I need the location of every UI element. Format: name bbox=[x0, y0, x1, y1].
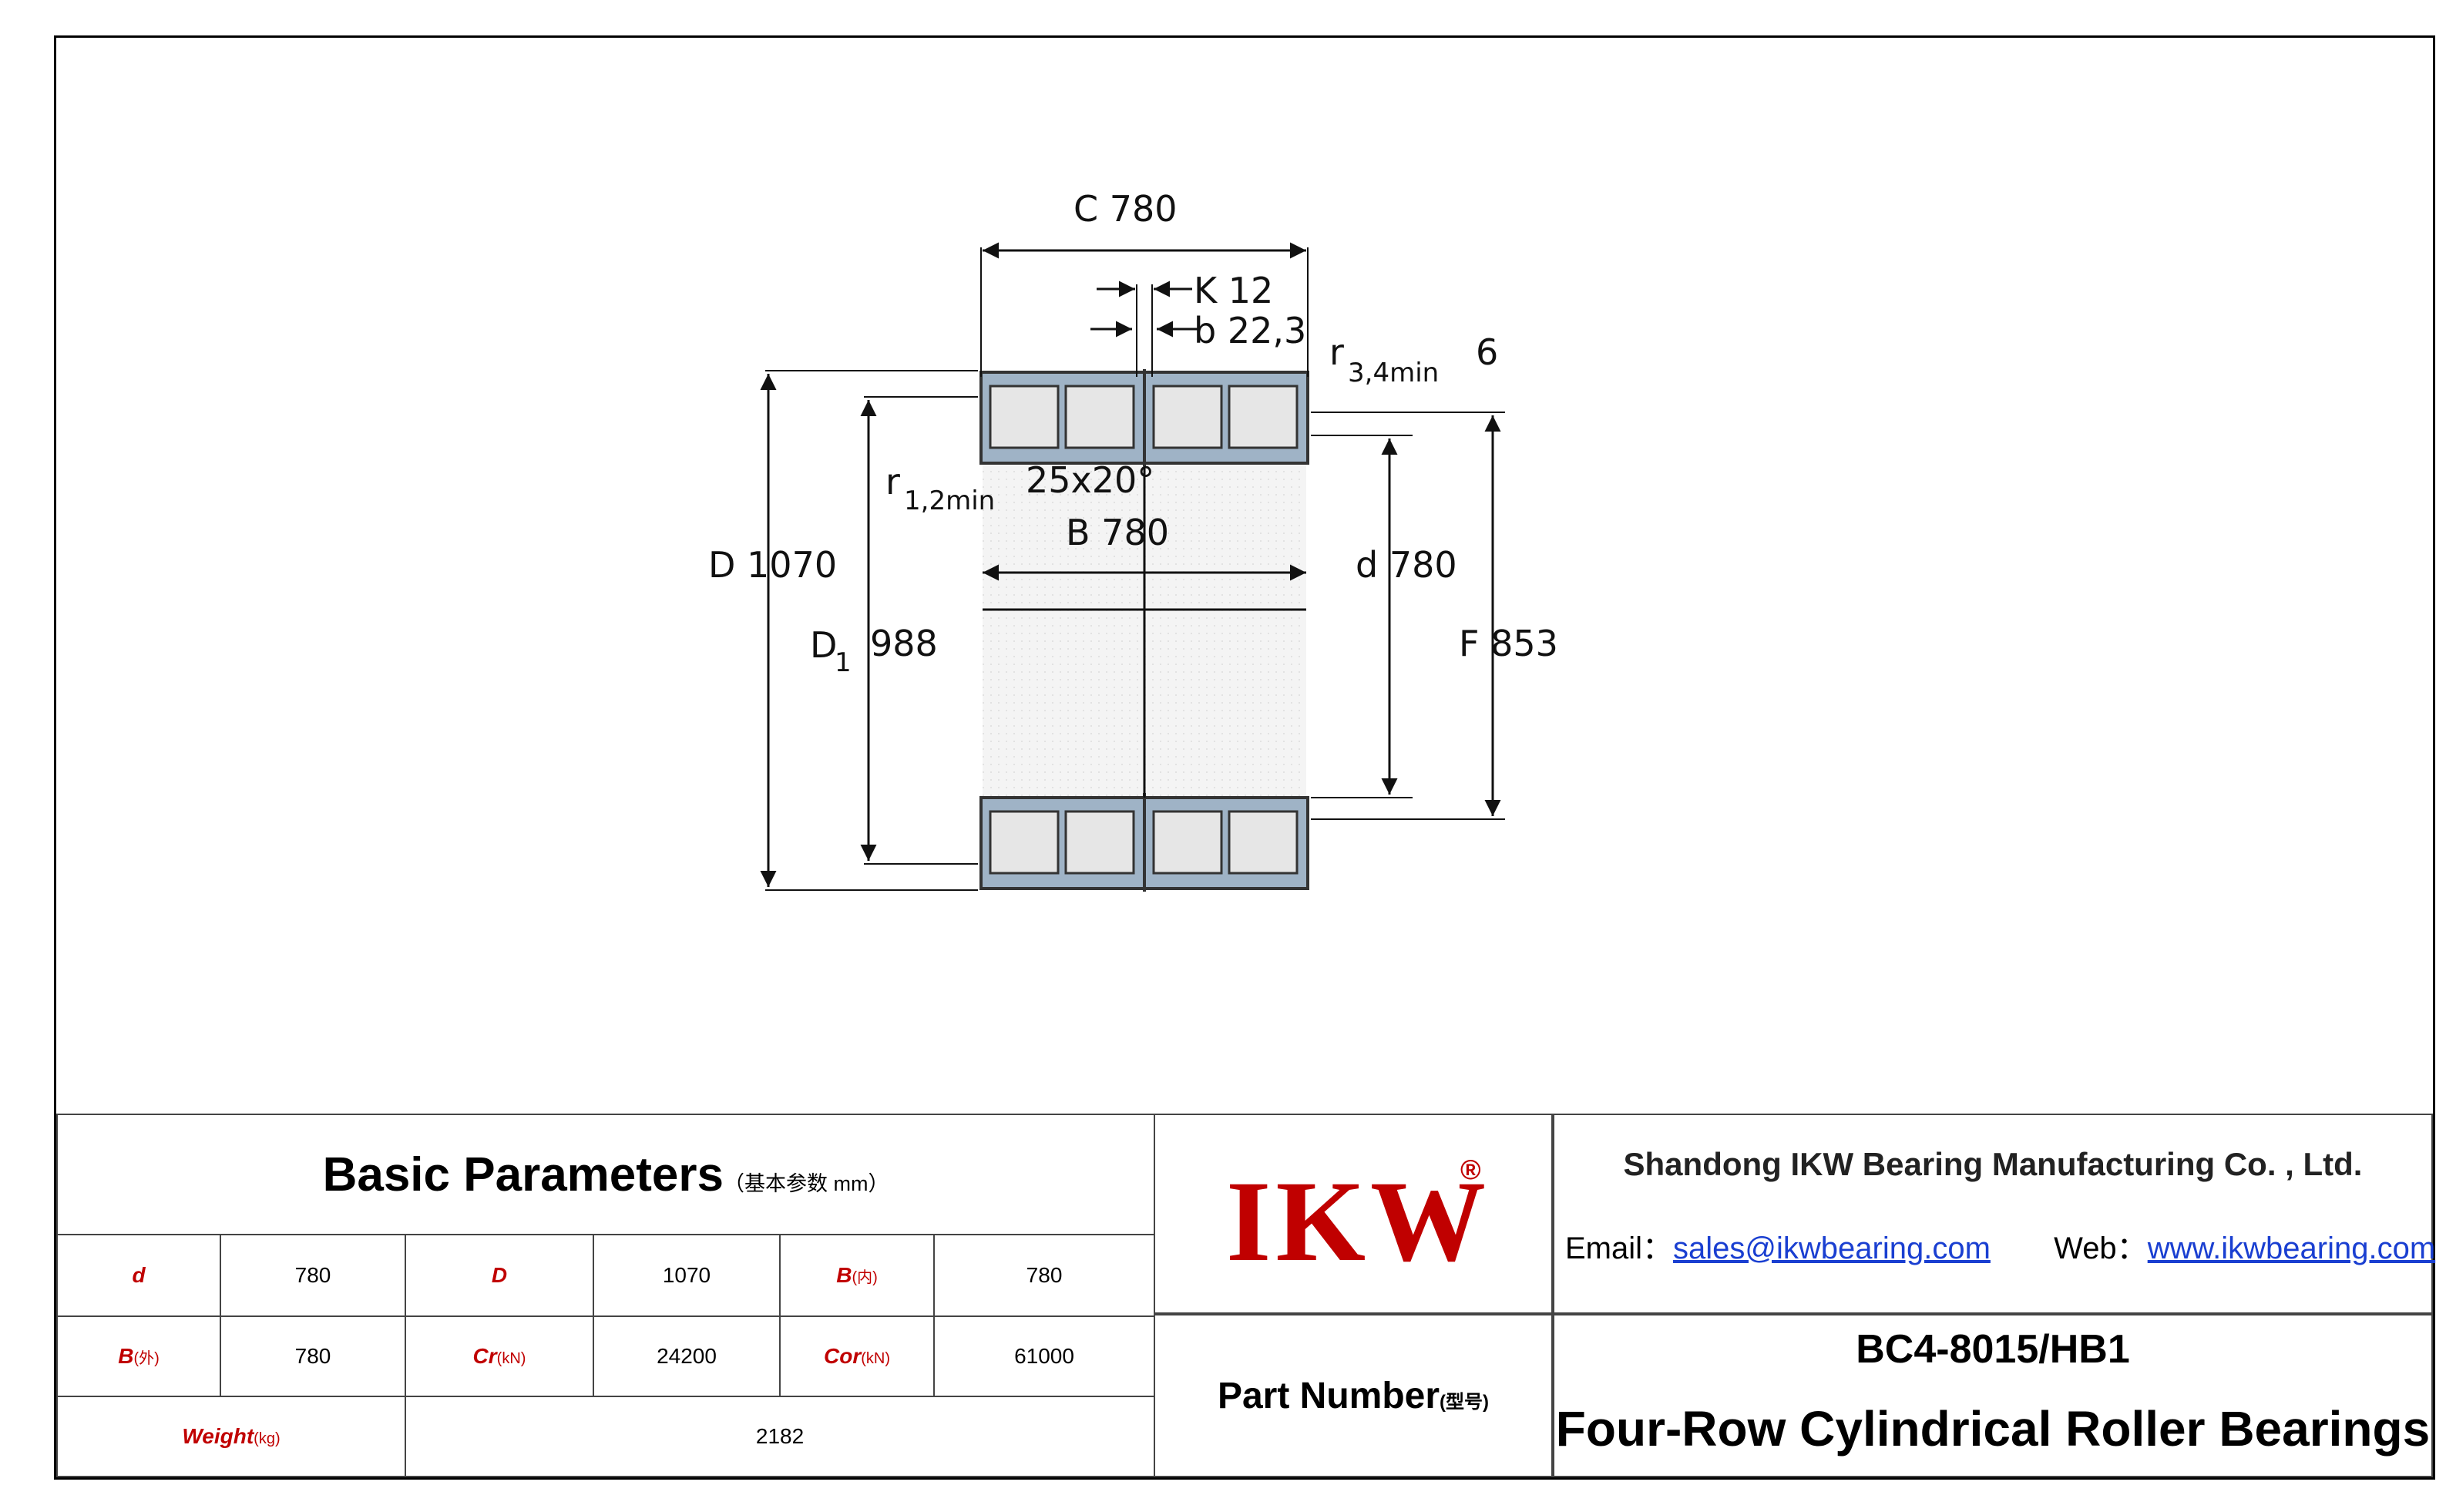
param-label-cell: d bbox=[56, 1234, 221, 1317]
param-label-cell: Cor(kN) bbox=[779, 1315, 935, 1397]
model-number: BC4-8015/HB1 bbox=[1856, 1327, 2130, 1372]
dim-d-outer: D 1070 bbox=[708, 544, 837, 586]
param-value: 24200 bbox=[593, 1315, 781, 1397]
param-label-cell: B(内) bbox=[779, 1234, 935, 1317]
params-title: Basic Parameters bbox=[322, 1147, 724, 1201]
part-number-label-cell: Part Number(型号) bbox=[1154, 1314, 1553, 1477]
param-value: 780 bbox=[220, 1234, 406, 1317]
weight-unit: (kg) bbox=[254, 1430, 281, 1447]
param-label-cell: B(外) bbox=[56, 1315, 221, 1397]
bottom-roller-row bbox=[979, 793, 1309, 892]
param-value: 780 bbox=[220, 1315, 406, 1397]
weight-label: Weight bbox=[182, 1424, 254, 1448]
web-label: Web： bbox=[2054, 1231, 2148, 1265]
dim-r34: r bbox=[1329, 331, 1344, 373]
web-link[interactable]: www.ikwbearing.com bbox=[2147, 1231, 2436, 1265]
contact-line: Email：sales@ikwbearing.com Web：www.ikwbe… bbox=[1565, 1223, 2435, 1268]
dim-k: K 12 bbox=[1194, 270, 1273, 311]
param-unit: (内) bbox=[852, 1269, 878, 1286]
param-value: 61000 bbox=[932, 1315, 1156, 1397]
param-label-cell: Cr(kN) bbox=[405, 1315, 594, 1397]
dim-r12: r bbox=[885, 461, 900, 502]
top-roller-row bbox=[979, 369, 1309, 466]
dim-b-width: B 780 bbox=[1066, 512, 1169, 553]
param-value: 780 bbox=[932, 1234, 1156, 1317]
dim-f: F 853 bbox=[1459, 623, 1558, 664]
param-label: Cr bbox=[472, 1344, 497, 1368]
param-label: D bbox=[491, 1263, 508, 1287]
info-panel: IKW ® Part Number(型号) Shandong IKW Beari… bbox=[1154, 1114, 2435, 1477]
email-link[interactable]: sales@ikwbearing.com bbox=[1673, 1231, 1991, 1265]
dim-b: b 22,3 bbox=[1194, 310, 1306, 351]
param-unit: (kN) bbox=[496, 1350, 526, 1367]
bearing-drawing: C 780 K 12 b 22,3 r 3,4min 6 r 1,2min 25… bbox=[56, 38, 2433, 1114]
param-value: 1070 bbox=[593, 1234, 781, 1317]
param-label: Cor bbox=[824, 1344, 862, 1368]
company-name: Shandong IKW Bearing Manufacturing Co. ,… bbox=[1623, 1146, 2363, 1182]
param-label-cell: D bbox=[405, 1234, 594, 1317]
dim-d1-value: 988 bbox=[870, 623, 938, 664]
logo-cell: IKW ® bbox=[1154, 1114, 1553, 1314]
email-label: Email： bbox=[1565, 1231, 1674, 1265]
params-title-sub: （基本参数 mm） bbox=[724, 1171, 889, 1195]
dim-r34-sub: 3,4min bbox=[1348, 358, 1439, 388]
product-name: Four-Row Cylindrical Roller Bearings bbox=[1555, 1401, 2431, 1457]
param-unit: (外) bbox=[133, 1350, 160, 1367]
dim-r12-sub: 1,2min bbox=[904, 486, 995, 516]
bearing-cross-section: C 780 K 12 b 22,3 r 3,4min 6 r 1,2min 25… bbox=[708, 188, 1558, 892]
part-number-label: Part Number bbox=[1217, 1375, 1440, 1416]
weight-value: 2182 bbox=[404, 1396, 1156, 1477]
spec-sheet: C 780 K 12 b 22,3 r 3,4min 6 r 1,2min 25… bbox=[54, 35, 2435, 1480]
dim-d1-sub: 1 bbox=[835, 647, 852, 678]
dim-r34-value: 6 bbox=[1476, 331, 1498, 373]
param-label: d bbox=[132, 1263, 146, 1287]
dim-d-inner: d 780 bbox=[1356, 544, 1457, 586]
param-label: B bbox=[836, 1263, 852, 1287]
weight-label-cell: Weight(kg) bbox=[56, 1396, 406, 1477]
registered-mark: ® bbox=[1460, 1154, 1481, 1185]
dim-c: C 780 bbox=[1073, 188, 1178, 230]
model-cell: BC4-8015/HB1 Four-Row Cylindrical Roller… bbox=[1553, 1314, 2433, 1477]
part-number-label-sub: (型号) bbox=[1440, 1391, 1490, 1413]
params-title-cell: Basic Parameters（基本参数 mm） bbox=[55, 1114, 1156, 1235]
param-unit: (kN) bbox=[861, 1350, 890, 1367]
ikw-logo: IKW bbox=[1226, 1158, 1491, 1285]
dim-angle: 25x20° bbox=[1026, 459, 1154, 501]
company-cell: Shandong IKW Bearing Manufacturing Co. ,… bbox=[1553, 1114, 2435, 1314]
dim-d1: D bbox=[810, 624, 837, 666]
param-label: B bbox=[118, 1344, 134, 1368]
